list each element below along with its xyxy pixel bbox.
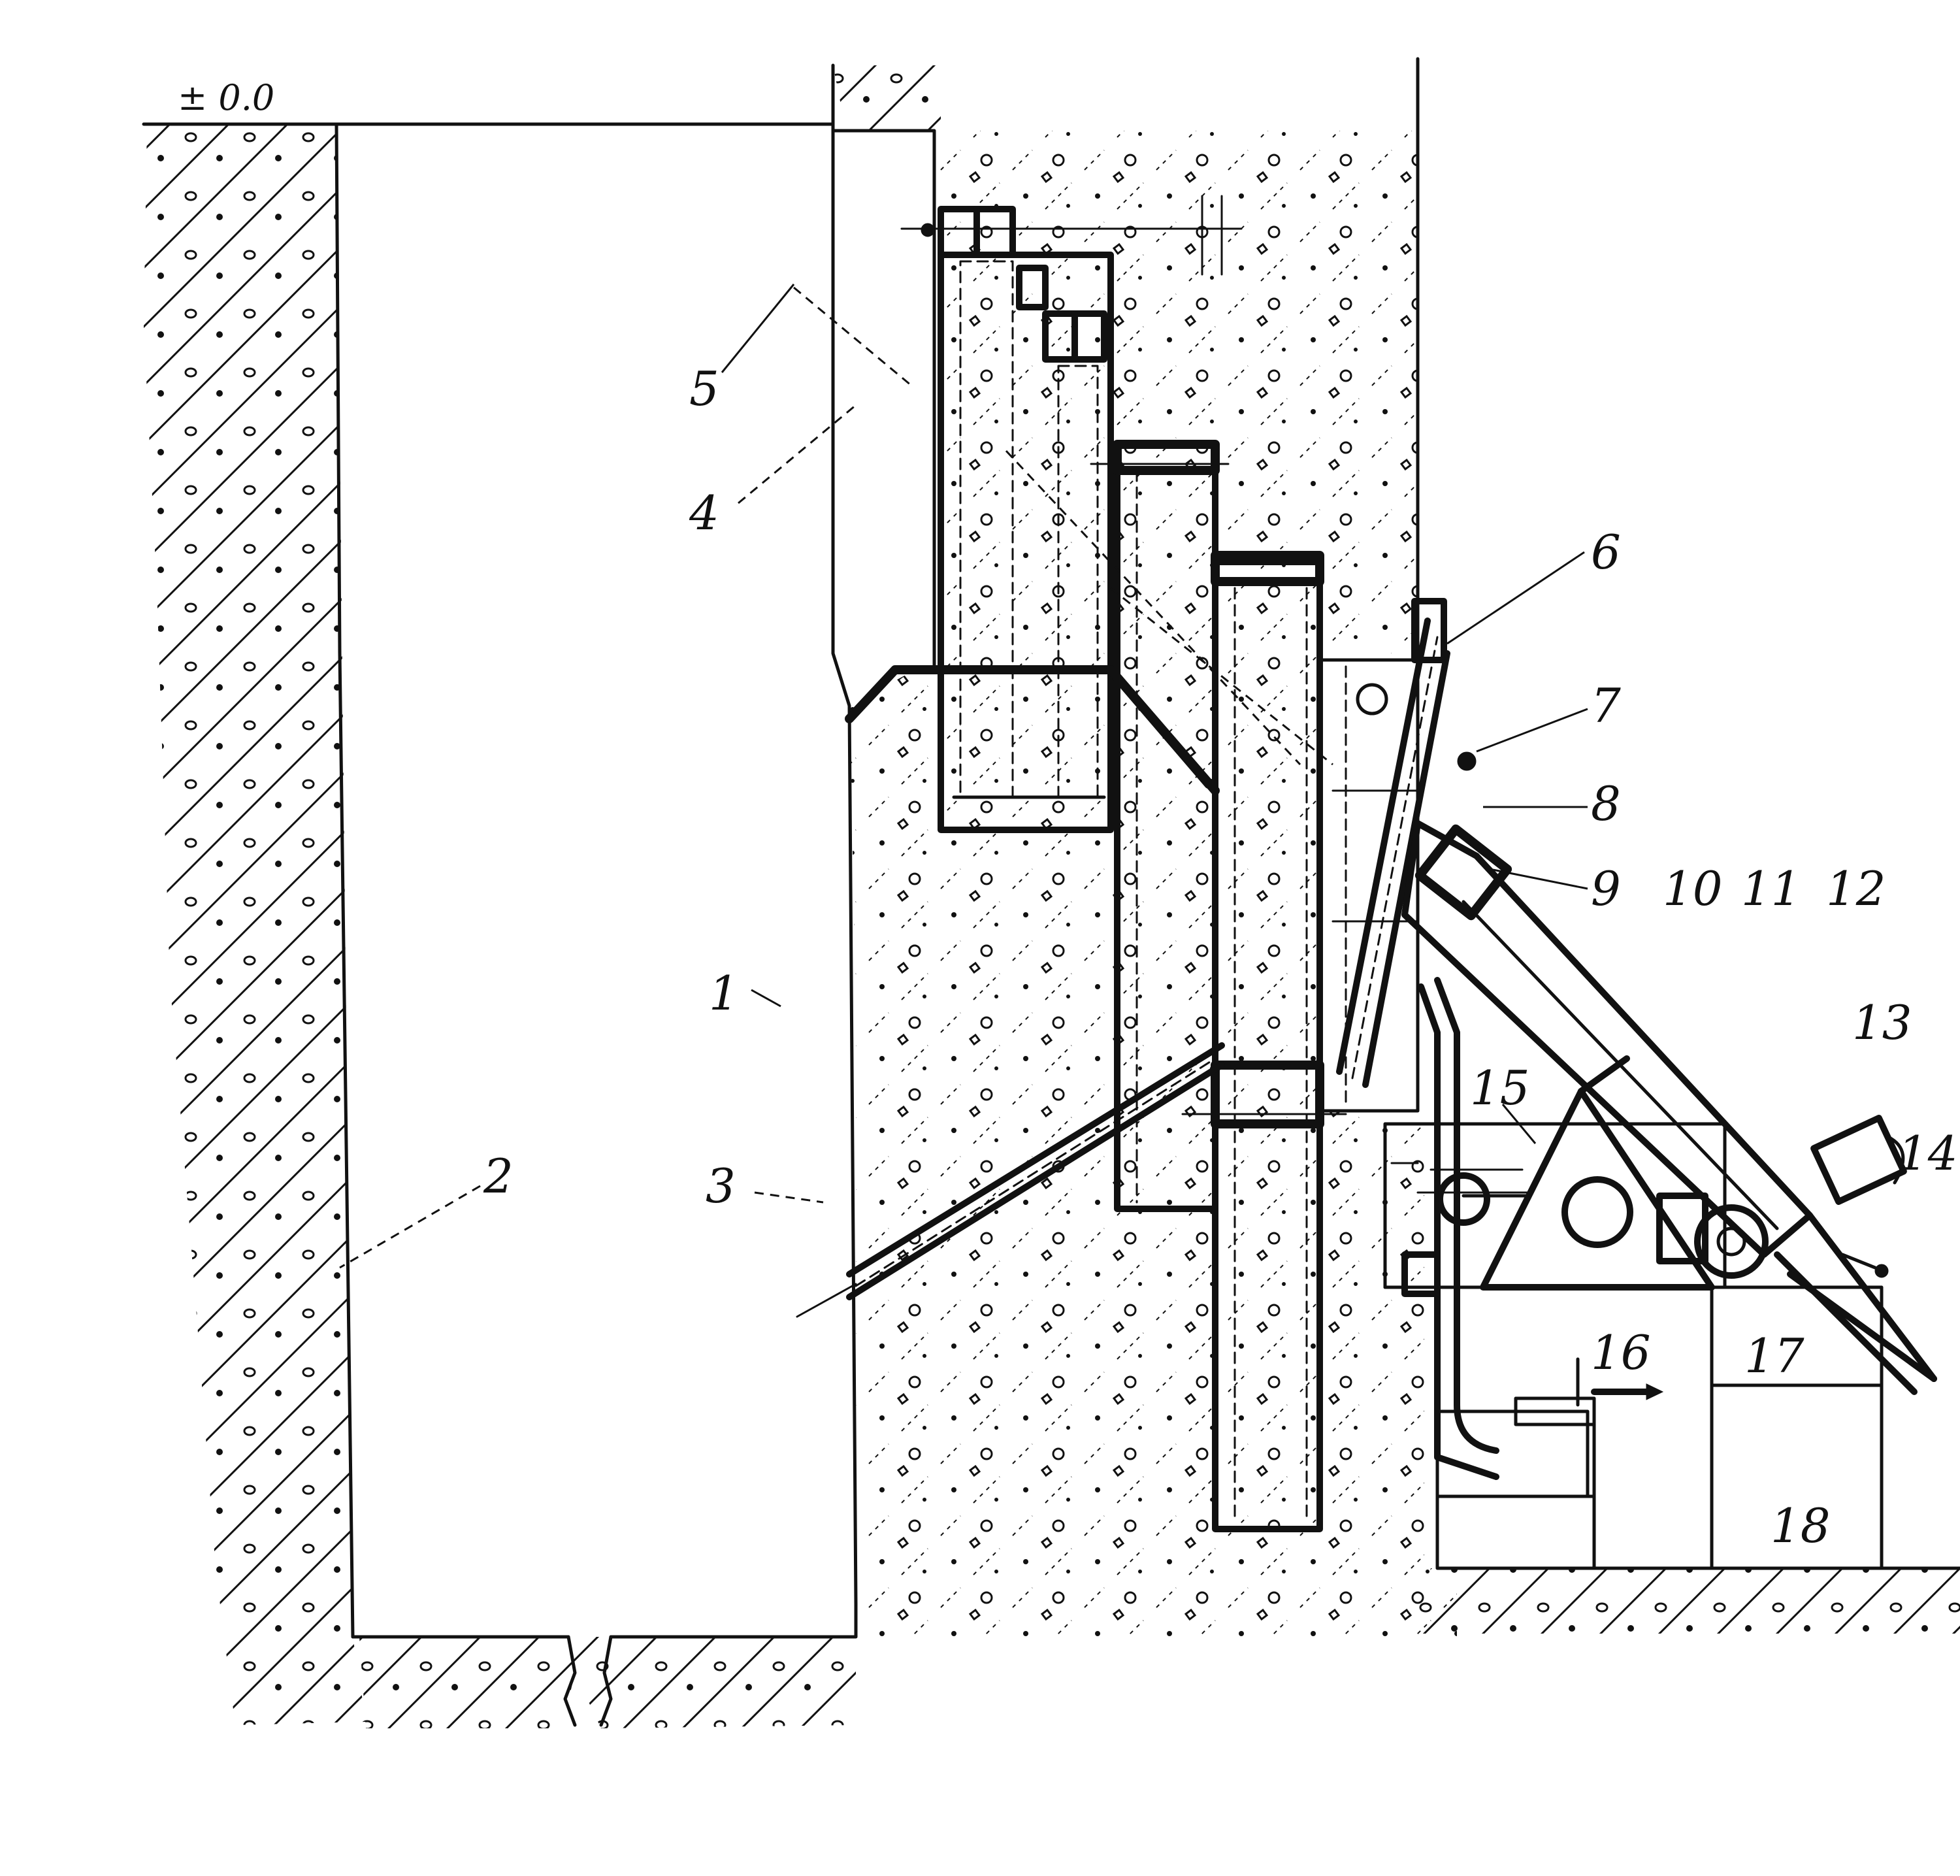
concrete-body <box>849 131 1457 1637</box>
callout-13: 13 <box>1852 995 1912 1050</box>
callout-3: 3 <box>706 1159 736 1213</box>
soil-right-top <box>833 65 941 131</box>
rail-top-clamp <box>1411 598 1447 663</box>
callout-11: 11 <box>1741 861 1801 916</box>
block-16-base <box>1435 1494 1596 1570</box>
guide-frame <box>1318 658 1420 1113</box>
callout-15: 15 <box>1470 1061 1530 1115</box>
brace-inner <box>1106 665 1220 795</box>
callout-9: 9 <box>1591 861 1621 916</box>
drain-pipe <box>1434 977 1460 1408</box>
soil-left-wall <box>144 124 366 1725</box>
inclined-strut <box>846 1062 1225 1300</box>
pit-bottom-break-2 <box>599 1635 613 1727</box>
pit-right-wall <box>831 122 858 1606</box>
beam-3-top <box>1211 551 1324 586</box>
drive-wheel <box>1694 1204 1769 1279</box>
callout-5: 5 <box>689 361 719 416</box>
callout-6: 6 <box>1591 525 1621 580</box>
leader-lines <box>339 284 1588 1269</box>
hydraulic-cylinder <box>1401 820 1813 1258</box>
pit-bottom-right <box>609 1602 858 1639</box>
cylinder-head <box>1414 824 1512 921</box>
level-mark: ± 0.0 <box>178 77 274 118</box>
top-soil-edge <box>831 63 936 668</box>
pulley-icon <box>1356 683 1388 716</box>
pit-bottom-break <box>563 1635 577 1727</box>
callout-16: 16 <box>1591 1325 1651 1380</box>
inclined-mechanism <box>1336 598 1937 1480</box>
motor-box <box>1656 1193 1708 1264</box>
callout-12: 12 <box>1826 861 1886 916</box>
pit-left-wall <box>335 122 355 1639</box>
foundation-blocks <box>1435 1285 1884 1570</box>
inclined-rail <box>1336 617 1431 1075</box>
callout-10: 10 <box>1663 861 1723 916</box>
callout-2: 2 <box>483 1149 514 1204</box>
piston-rod <box>1806 1212 1937 1382</box>
callout-1: 1 <box>709 966 739 1021</box>
callout-8: 8 <box>1591 776 1621 831</box>
callout-4: 4 <box>689 485 719 540</box>
labels: ± 0.0 1 2 3 4 5 6 7 8 9 10 11 12 13 14 1… <box>178 77 1958 1553</box>
concrete-main-mass <box>849 131 1457 1637</box>
callout-7: 7 <box>1591 678 1621 733</box>
callout-14: 14 <box>1898 1126 1958 1181</box>
large-pulley <box>1561 1176 1633 1248</box>
top-beam-2 <box>1016 265 1049 310</box>
beam-2-top <box>1113 440 1220 475</box>
gate-structure <box>796 195 1420 1532</box>
idler-wheel <box>1437 1172 1490 1226</box>
callout-17: 17 <box>1744 1328 1805 1383</box>
column-1 <box>938 252 1114 833</box>
callout-18: 18 <box>1771 1498 1831 1553</box>
ground-soil <box>144 65 1960 1728</box>
soil-under-floor <box>1411 1568 1960 1634</box>
